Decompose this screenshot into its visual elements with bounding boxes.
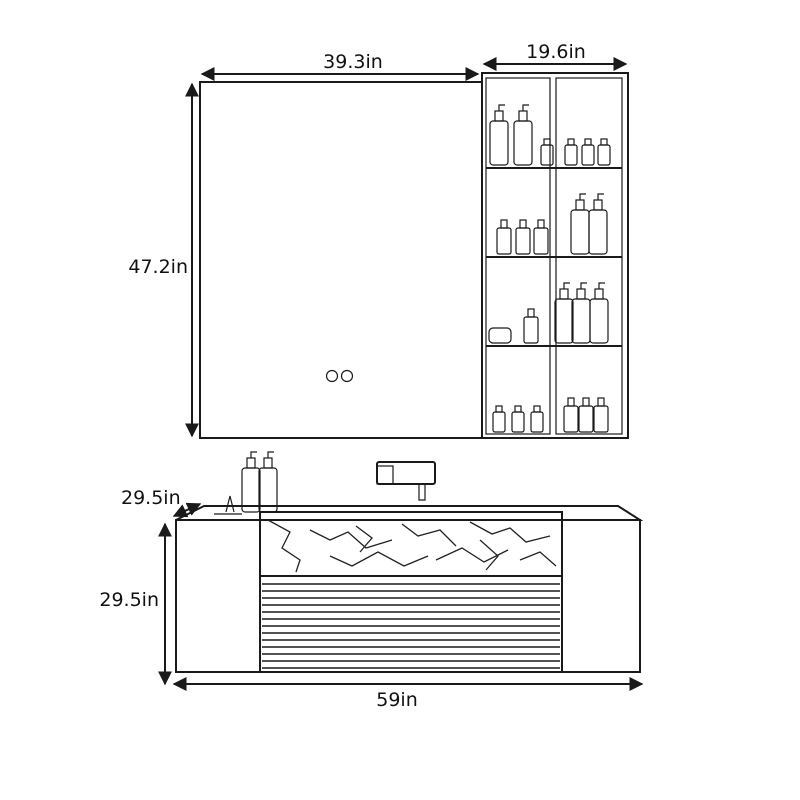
faucet [376,461,436,501]
vanity-unit: 29.5in 29.5in 59in [99,451,644,711]
marble-veining [267,519,557,573]
mirror-touch-button-right [340,369,354,383]
left-cabinet-door [175,519,261,673]
vanity-width-label: 59in [376,689,418,711]
mirror-panel [199,81,483,439]
mirror-touch-button-left [325,369,339,383]
right-cabinet-door [561,519,641,673]
shelf-bottles [496,193,608,255]
mirror-cabinet-unit: 39.3in 19.6in 47.2in [128,41,629,439]
vanity-height-label: 29.5in [99,589,159,611]
vanity-body [175,519,641,673]
mirror-width-label: 39.3in [323,51,383,73]
countertop-bottles [214,451,278,515]
drawer-slats [262,583,560,669]
mirror-height-label: 47.2in [128,256,188,278]
shelf-bottles [488,282,609,344]
side-shelf-cabinet [481,72,629,439]
cabinet-width-label: 19.6in [526,41,586,63]
vanity-depth-dimension-line [172,502,202,518]
marble-basin-panel [259,511,563,577]
vanity-depth-label: 29.5in [121,487,181,509]
